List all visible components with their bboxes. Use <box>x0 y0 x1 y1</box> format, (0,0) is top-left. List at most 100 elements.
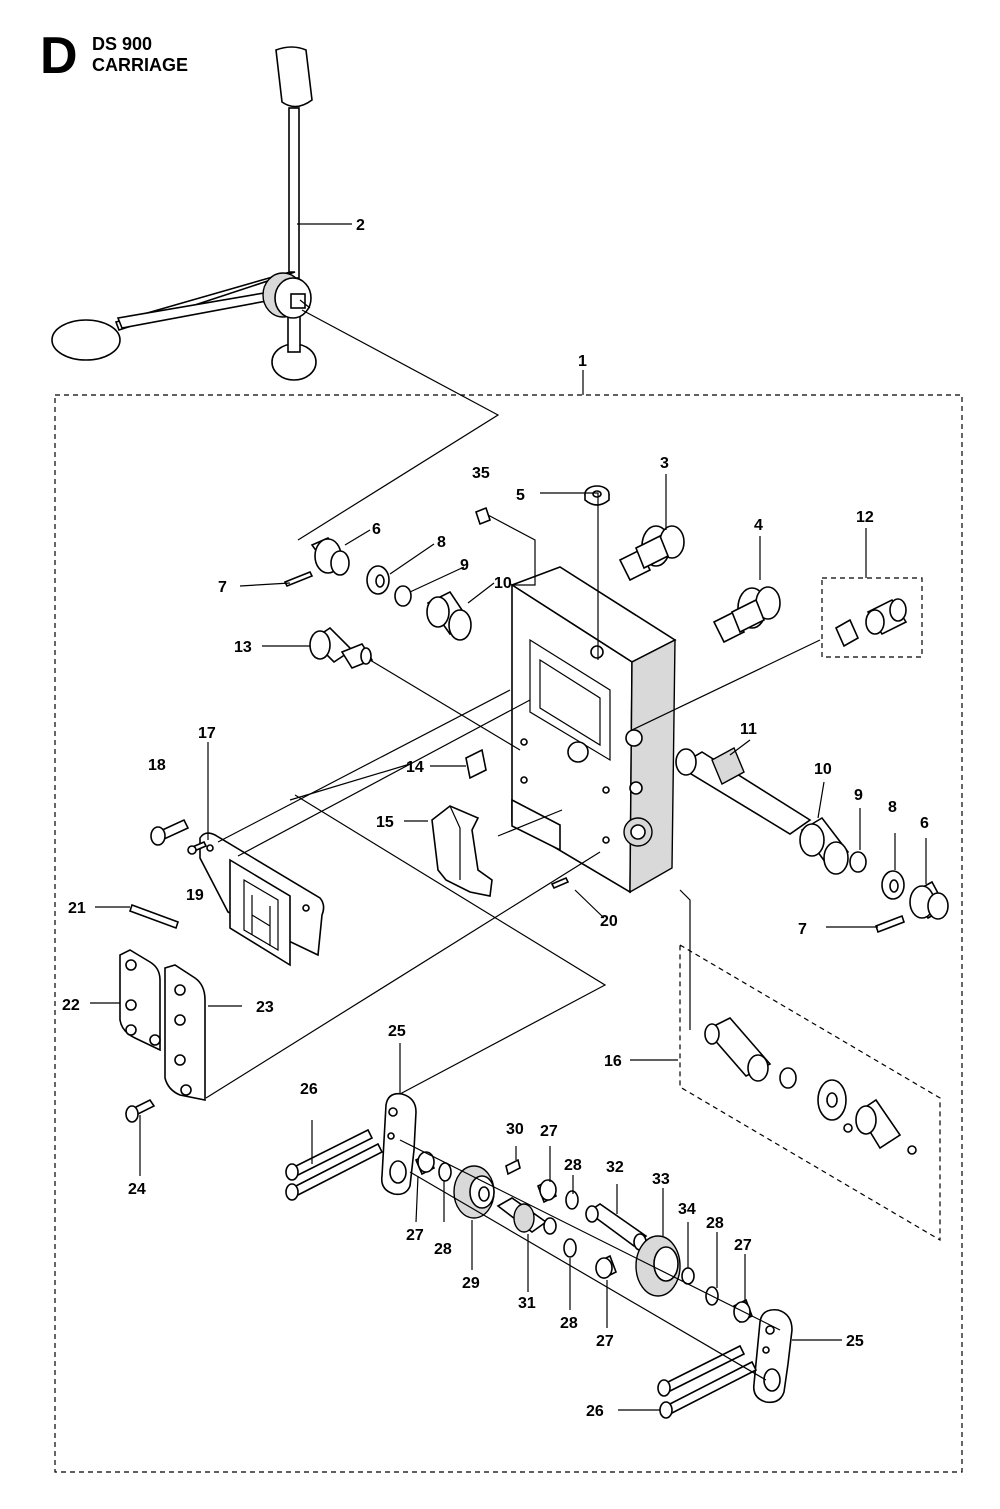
ring-9-left <box>394 585 412 607</box>
callout-34: 34 <box>678 1201 696 1218</box>
screw-18 <box>150 818 190 846</box>
gear-29 <box>453 1165 495 1219</box>
shaft-11 <box>675 747 812 835</box>
screw-24 <box>125 1098 156 1123</box>
callout-28-d: 28 <box>706 1215 724 1232</box>
carriage-body <box>510 566 677 894</box>
bracket-15 <box>431 805 493 897</box>
callout-3: 3 <box>660 455 669 472</box>
handle-assembly <box>51 46 317 381</box>
subassembly-16-boundary <box>679 943 941 1242</box>
bolts-26-right <box>657 1344 758 1419</box>
bushing-10-right <box>799 816 850 875</box>
callout-24: 24 <box>128 1181 146 1198</box>
arm-25-left <box>380 1092 417 1196</box>
callout-28-c: 28 <box>560 1315 578 1332</box>
callout-19: 19 <box>186 887 204 904</box>
callout-11: 11 <box>740 721 757 738</box>
callout-8-left: 8 <box>437 534 446 551</box>
spacer-27-c <box>595 1254 618 1280</box>
callout-18: 18 <box>148 757 166 774</box>
callout-7-left: 7 <box>218 579 227 596</box>
bushing-6-right <box>909 880 949 920</box>
key-30 <box>505 1158 521 1176</box>
fitting-12 <box>834 598 908 648</box>
callout-26-left: 26 <box>300 1081 318 1098</box>
washer-8-right <box>881 870 905 900</box>
spacer-27-b <box>536 1178 558 1204</box>
callout-14: 14 <box>406 759 424 776</box>
callout-21: 21 <box>68 900 86 917</box>
callout-7-right: 7 <box>798 921 807 938</box>
bolts-26-left <box>285 1128 384 1201</box>
callout-28-b: 28 <box>564 1157 582 1174</box>
pin-20 <box>550 876 570 890</box>
washer-28-a <box>438 1162 452 1182</box>
plate-22 <box>119 949 161 1052</box>
callout-28-a: 28 <box>434 1241 452 1258</box>
callout-16: 16 <box>604 1053 622 1070</box>
callout-9-right: 9 <box>854 787 863 804</box>
pin-7-left <box>283 570 314 588</box>
bushing-6-left <box>310 537 350 576</box>
ring-9-right <box>849 851 867 873</box>
callout-8-right: 8 <box>888 799 897 816</box>
spacer-5 <box>584 485 610 506</box>
callout-20: 20 <box>600 913 618 930</box>
section-letter: D <box>40 27 78 85</box>
callout-27-c: 27 <box>596 1333 614 1350</box>
callout-12: 12 <box>856 509 874 526</box>
pin-7-right <box>874 914 906 934</box>
callout-27-b: 27 <box>540 1123 558 1140</box>
subassembly-16-parts <box>704 1017 917 1155</box>
callout-13: 13 <box>234 639 252 656</box>
callout-2: 2 <box>356 217 365 234</box>
valve-4 <box>712 586 781 644</box>
pin-21 <box>128 903 180 930</box>
valve-3 <box>618 525 685 582</box>
shaft-32 <box>585 1203 648 1251</box>
leader-lines <box>90 223 927 1411</box>
callout-23: 23 <box>256 999 274 1016</box>
callout-17: 17 <box>198 725 216 742</box>
diagram-title: CARRIAGE <box>92 55 189 75</box>
callout-25-left: 25 <box>388 1023 406 1040</box>
callout-4: 4 <box>754 517 763 534</box>
subassembly-12-boundary <box>821 577 923 658</box>
callout-10-left: 10 <box>494 575 512 592</box>
callout-26-right: 26 <box>586 1403 604 1420</box>
washer-28-b <box>565 1190 579 1210</box>
callout-27-a: 27 <box>406 1227 424 1244</box>
callout-22: 22 <box>62 997 80 1014</box>
callout-6-right: 6 <box>920 815 929 832</box>
arm-25-right <box>752 1308 793 1404</box>
callout-27-d: 27 <box>734 1237 752 1254</box>
clip-14 <box>465 748 487 780</box>
callout-15: 15 <box>376 814 394 831</box>
plate-17 <box>199 832 325 967</box>
set-screw-35 <box>475 506 491 526</box>
callout-1: 1 <box>578 353 587 370</box>
callout-35: 35 <box>472 465 490 482</box>
callout-9-left: 9 <box>460 557 469 574</box>
gear-31 <box>496 1197 557 1235</box>
callout-30: 30 <box>506 1121 524 1138</box>
bushing-10-left <box>426 590 472 641</box>
washer-8-left <box>366 565 390 595</box>
callout-33: 33 <box>652 1171 670 1188</box>
callout-6-left: 6 <box>372 521 381 538</box>
callout-29: 29 <box>462 1275 480 1292</box>
assembly-boundary <box>54 394 963 1473</box>
gear-33 <box>635 1235 681 1297</box>
screw-19 <box>187 840 208 855</box>
callout-31: 31 <box>518 1295 536 1312</box>
callout-labels: 1 2 3 4 5 6 7 8 9 10 11 12 13 14 15 16 1… <box>62 217 929 1420</box>
model-name: DS 900 <box>92 34 153 54</box>
callout-25-right: 25 <box>846 1333 864 1350</box>
washer-28-c <box>563 1238 577 1258</box>
nozzle-13 <box>309 626 374 669</box>
callout-32: 32 <box>606 1159 624 1176</box>
callout-10-right: 10 <box>814 761 832 778</box>
